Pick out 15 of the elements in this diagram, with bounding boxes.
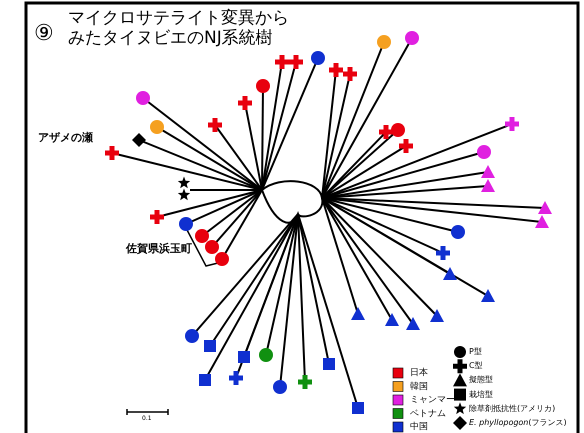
site-label: 佐賀県浜玉町: [126, 241, 192, 256]
legend-label: 栽培型: [469, 388, 493, 400]
legend-label: E. phyllopogon(フランス): [469, 417, 567, 428]
legend-label: 擬態型: [469, 374, 493, 386]
legend-label: 日本: [410, 366, 428, 379]
diagram-title: マイクロサテライト変異からみたタイヌビエのNJ系統樹: [68, 8, 290, 48]
legend-label: ベトナム: [410, 408, 446, 420]
legend-label: C型: [469, 360, 483, 372]
circled-number: ⑨: [34, 20, 54, 46]
legend-label: 韓国: [410, 380, 428, 392]
legend-label: ミャンマー: [410, 394, 455, 406]
legend-label: 除草剤抵抗性(アメリカ): [469, 402, 556, 414]
legend-label: 中国: [410, 420, 428, 433]
site-label: アザメの瀬: [38, 130, 93, 145]
legend-label: P型: [469, 346, 482, 357]
